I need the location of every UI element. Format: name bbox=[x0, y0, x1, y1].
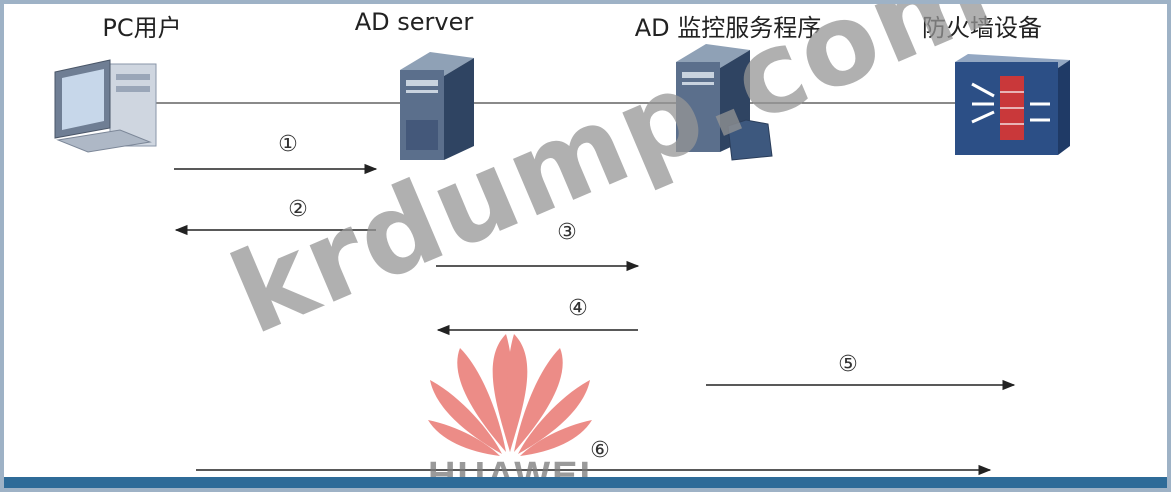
desktop-computer-icon bbox=[54, 59, 157, 153]
bottom-bar bbox=[0, 477, 1171, 492]
firewall-device-label: 防火墙设备 bbox=[922, 14, 1042, 42]
server-tower-icon bbox=[400, 52, 474, 160]
ad-server-label: AD server bbox=[354, 8, 474, 36]
server-with-folder-icon bbox=[676, 44, 773, 161]
ad-monitor-service-label: AD 监控服务程序 bbox=[634, 14, 822, 42]
step-2-label: ② bbox=[288, 197, 308, 222]
step-3-label: ③ bbox=[557, 220, 577, 245]
step-6-label: ⑥ bbox=[590, 438, 610, 463]
step-5-label: ⑤ bbox=[838, 352, 858, 377]
step-1-label: ① bbox=[278, 132, 298, 157]
step-4-label: ④ bbox=[568, 296, 588, 321]
pc-user-label: PC用户 bbox=[102, 14, 182, 42]
firewall-device-icon bbox=[955, 54, 1070, 155]
huawei-logo-icon bbox=[428, 334, 592, 456]
